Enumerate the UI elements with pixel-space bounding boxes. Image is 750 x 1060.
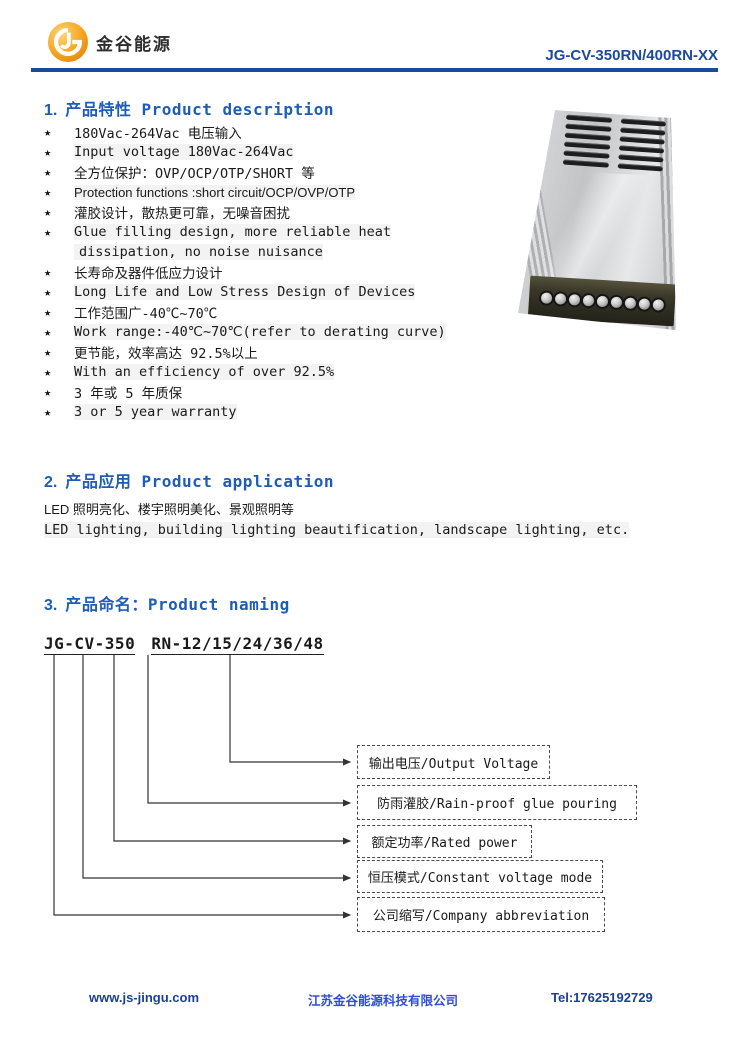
feature-text: Glue filling design, more reliable heat [74, 224, 391, 240]
terminal-screw-icon [540, 291, 552, 304]
terminal-screw-icon [652, 298, 664, 311]
model-code: JG-CV-350RN/400RN-XX [545, 47, 718, 64]
star-bullet-icon: ★ [44, 265, 52, 279]
section2-title: 产品应用 Product application [65, 472, 335, 491]
jg-monogram-icon [54, 27, 83, 56]
section3-number: 3. [44, 597, 58, 614]
terminal-screw-icon [638, 297, 650, 310]
terminal-screw-icon [554, 292, 566, 305]
list-item-continuation: ★dissipation, no noise nuisance [44, 242, 494, 262]
terminal-block [527, 275, 676, 327]
list-item: ★ 长寿命及器件低应力设计 [44, 262, 494, 282]
terminal-screw-icon [568, 293, 580, 306]
feature-text: 工作范围广-40℃~70℃ [74, 306, 218, 322]
section2-number: 2. [44, 474, 58, 491]
footer-website: www.js-jingu.com [89, 990, 200, 1005]
section1-number: 1. [44, 102, 58, 119]
vent-column [616, 118, 667, 183]
list-item: ★ Work range:-40℃~70℃(refer to derating c… [44, 322, 494, 342]
vent-column [562, 114, 612, 180]
brand-name: 金谷能源 [96, 34, 172, 55]
feature-text: 3 年或 5 年质保 [74, 386, 183, 402]
star-bullet-icon: ★ [44, 345, 52, 359]
list-item: ★ Glue filling design, more reliable heat [44, 222, 494, 242]
terminal-screw-icon [582, 294, 594, 306]
list-item: ★ 工作范围广-40℃~70℃ [44, 302, 494, 322]
list-item: ★ 全方位保护：OVP/OCP/OTP/SHORT 等 [44, 162, 494, 182]
power-supply-body [518, 110, 678, 340]
list-item: ★ 180Vac-264Vac 电压输入 [44, 122, 494, 142]
feature-text: Protection functions :short circuit/OCP/… [74, 184, 356, 200]
feature-text: 180Vac-264Vac 电压输入 [74, 126, 242, 142]
feature-text: Input voltage 180Vac-264Vac [74, 144, 294, 160]
application-line-en: LED lighting, building lighting beautifi… [44, 522, 630, 538]
star-bullet-icon: ★ [44, 145, 52, 159]
terminal-screw-icon [610, 296, 622, 308]
feature-text: With an efficiency of over 92.5% [74, 364, 335, 380]
feature-text: 更节能，效率高达 92.5%以上 [74, 346, 258, 362]
footer-telephone: Tel:17625192729 [551, 990, 653, 1005]
section2-heading: 2. 产品应用 Product application [44, 468, 334, 492]
terminal-screw-icon [596, 295, 608, 307]
star-bullet-icon: ★ [44, 365, 52, 379]
header-divider [31, 68, 718, 72]
naming-label-rated-power: 额定功率/Rated power [357, 825, 532, 858]
page-footer: www.js-jingu.com 江苏金谷能源科技有限公司 Tel:176251… [0, 990, 750, 1010]
list-item: ★ 灌胶设计，散热更可靠，无噪音困扰 [44, 202, 494, 222]
logo-monogram-icon [48, 22, 88, 62]
feature-text: 灌胶设计，散热更可靠，无噪音困扰 [74, 206, 290, 222]
naming-label-constant-voltage: 恒压模式/Constant voltage mode [357, 860, 603, 893]
mounting-foot [670, 334, 678, 340]
naming-label-output-voltage: 输出电压/Output Voltage [357, 745, 550, 779]
application-text: LED 照明亮化、楼宇照明美化、景观照明等 LED lighting, buil… [44, 499, 630, 541]
application-line-cjk: LED 照明亮化、楼宇照明美化、景观照明等 [44, 502, 294, 517]
star-bullet-icon: ★ [44, 405, 52, 419]
list-item: ★ Protection functions :short circuit/OCP… [44, 182, 494, 202]
vent-slots [562, 114, 667, 184]
list-item: ★ Input voltage 180Vac-264Vac [44, 142, 494, 162]
feature-list: ★ 180Vac-264Vac 电压输入 ★ Input voltage 180Va… [44, 122, 494, 422]
feature-text: 3 or 5 year warranty [74, 404, 237, 420]
product-photo [498, 103, 698, 348]
naming-connector-lines [53, 655, 352, 919]
star-bullet-icon: ★ [44, 185, 52, 199]
feature-text: 全方位保护：OVP/OCP/OTP/SHORT 等 [74, 166, 315, 182]
naming-label-rain-proof: 防雨灌胶/Rain-proof glue pouring [357, 785, 637, 820]
feature-text: Work range:-40℃~70℃(refer to derating cu… [74, 324, 446, 340]
list-item: ★ 更节能，效率高达 92.5%以上 [44, 342, 494, 362]
footer-company-name: 江苏金谷能源科技有限公司 [308, 994, 459, 1008]
list-item: ★ 3 or 5 year warranty [44, 402, 494, 422]
section1-heading: 1. 产品特性 Product description [44, 96, 334, 120]
star-bullet-icon: ★ [44, 285, 52, 299]
naming-code-left: JG-CV-350 [44, 634, 136, 655]
star-bullet-icon: ★ [44, 165, 52, 179]
star-bullet-icon: ★ [44, 205, 52, 219]
star-bullet-icon: ★ [44, 125, 52, 139]
feature-text: dissipation, no noise nuisance [74, 244, 323, 260]
star-bullet-icon: ★ [44, 385, 52, 399]
section3-title: 产品命名：Product naming [65, 595, 290, 614]
section1-title: 产品特性 Product description [65, 100, 335, 119]
mounting-foot [532, 329, 540, 331]
section3-heading: 3. 产品命名：Product naming [44, 591, 290, 615]
star-bullet-icon: ★ [44, 225, 52, 239]
star-bullet-icon: ★ [44, 305, 52, 319]
feature-text: Long Life and Low Stress Design of Devic… [74, 284, 416, 300]
list-item: ★ 3 年或 5 年质保 [44, 382, 494, 402]
naming-label-company-abbreviation: 公司缩写/Company abbreviation [357, 897, 605, 932]
feature-text: 长寿命及器件低应力设计 [74, 266, 223, 282]
naming-code-right: RN-12/15/24/36/48 [151, 634, 324, 655]
company-logo: 金谷能源 [48, 22, 172, 62]
star-bullet-icon: ★ [44, 325, 52, 339]
list-item: ★ Long Life and Low Stress Design of Devi… [44, 282, 494, 302]
product-naming-code: JG-CV-350 RN-12/15/24/36/48 [44, 634, 324, 655]
metal-sheen [529, 169, 675, 287]
terminal-screw-icon [624, 296, 636, 309]
list-item: ★ With an efficiency of over 92.5% [44, 362, 494, 382]
